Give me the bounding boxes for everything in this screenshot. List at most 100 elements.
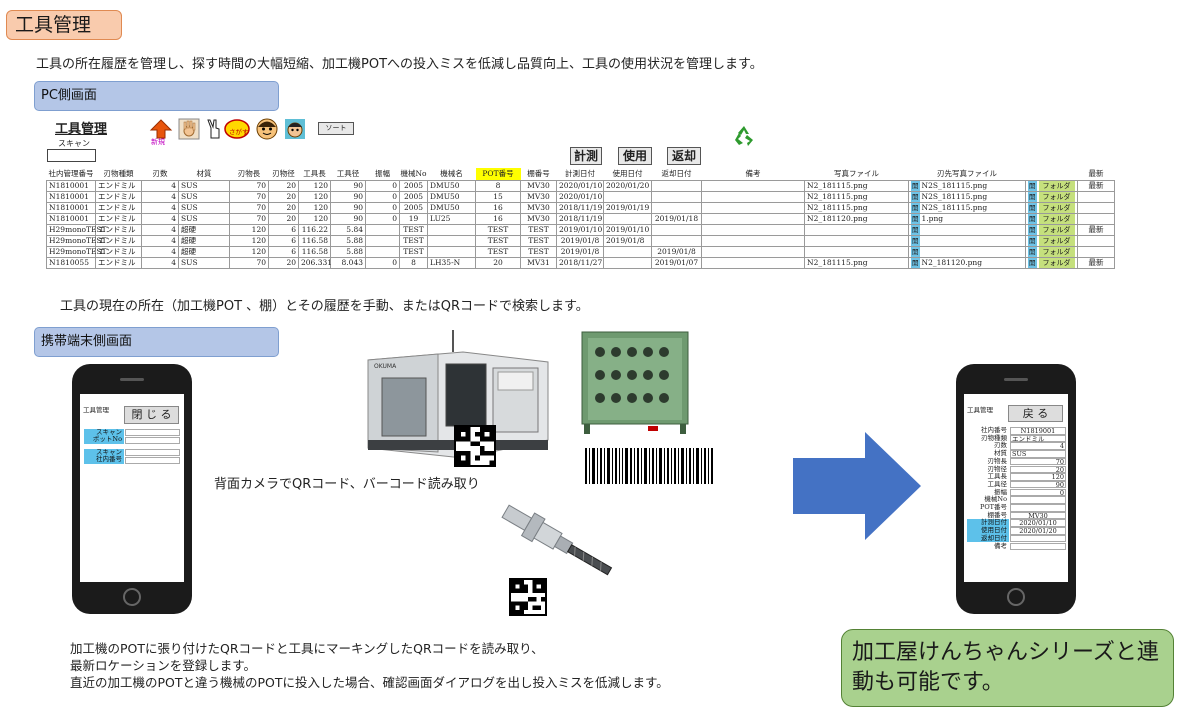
field-value[interactable]: 120	[1010, 473, 1066, 481]
close-button[interactable]: 閉 じ る	[124, 406, 179, 424]
pot-no-field-2[interactable]	[125, 437, 180, 444]
new-button[interactable]	[149, 118, 173, 140]
field-label: 振幅	[994, 487, 1007, 496]
face-icon-2[interactable]	[284, 118, 306, 140]
field-value[interactable]: 20	[1010, 465, 1066, 473]
cell-tlen: 120	[298, 212, 331, 225]
cell-pot: 8	[475, 179, 521, 192]
home-button[interactable]	[1007, 588, 1025, 606]
field-value[interactable]	[1010, 496, 1066, 504]
cell-note	[701, 179, 805, 192]
field-value[interactable]: 2020/01/20	[1010, 527, 1066, 535]
open-tip-button[interactable]: 開	[1028, 202, 1037, 213]
field-value[interactable]: エンドミル	[1010, 434, 1066, 443]
recycle-icon	[735, 126, 753, 146]
tip-filename: N2S_181115.png	[921, 180, 988, 190]
measure-button[interactable]: 計測	[570, 147, 602, 165]
cell-ret	[651, 179, 702, 192]
back-button[interactable]: 戻 る	[1008, 405, 1063, 422]
open-tip-button[interactable]: 開	[1028, 191, 1037, 202]
victory-hand-icon	[207, 119, 220, 139]
scan-pot-button[interactable]: スキャン ポットNo	[84, 429, 124, 444]
field-value[interactable]	[1010, 504, 1066, 512]
right-arrow-icon	[793, 432, 921, 540]
folder-button[interactable]: フォルダ	[1038, 180, 1075, 191]
cell-folder: 開フォルダ	[1025, 201, 1078, 214]
field-value[interactable]	[1010, 542, 1066, 550]
folder-button[interactable]: フォルダ	[1038, 224, 1075, 235]
open-photo-button[interactable]: 開	[911, 224, 920, 235]
cell-latest	[1077, 190, 1115, 203]
face-icon-1[interactable]	[256, 118, 278, 140]
open-photo-button[interactable]: 開	[911, 202, 920, 213]
cell-material: SUS	[178, 179, 230, 192]
pot-no-field[interactable]	[125, 429, 180, 436]
cell-tip: 開	[908, 223, 1026, 236]
col-header: 棚番号	[527, 169, 550, 179]
sort-button[interactable]: ソート	[318, 122, 354, 135]
folder-button[interactable]: フォルダ	[1038, 202, 1075, 213]
cell-tlen: 116.22	[298, 223, 331, 236]
open-photo-button[interactable]: 開	[911, 257, 920, 268]
cell-note	[701, 201, 805, 214]
cell-id: H29monoTEST	[46, 245, 107, 258]
field-label[interactable]: 計測日付	[967, 519, 1009, 527]
field-value[interactable]	[1010, 534, 1066, 543]
cell-measure: 2020/01/10	[556, 190, 604, 203]
open-tip-button[interactable]: 開	[1028, 235, 1037, 246]
return-button[interactable]: 返却	[667, 147, 701, 165]
open-photo-button[interactable]: 開	[911, 180, 920, 191]
hand-icon[interactable]	[178, 118, 200, 140]
scan-id-button[interactable]: スキャン 社内番号	[84, 449, 124, 464]
internal-no-field-2[interactable]	[125, 457, 180, 464]
field-value[interactable]: 2020/01/10	[1010, 519, 1066, 527]
open-tip-button[interactable]: 開	[1028, 180, 1037, 191]
home-button[interactable]	[123, 588, 141, 606]
field-label[interactable]: 使用日付	[967, 527, 1009, 535]
field-value[interactable]: 90	[1010, 480, 1066, 489]
peace-hand-icon[interactable]	[203, 118, 225, 140]
field-value[interactable]: MV30	[1010, 511, 1066, 520]
recycle-button[interactable]	[732, 124, 756, 152]
field-value[interactable]: 4	[1010, 442, 1066, 450]
cell-material: SUS	[178, 212, 230, 225]
open-tip-button[interactable]: 開	[1028, 224, 1037, 235]
folder-button[interactable]: フォルダ	[1038, 235, 1075, 246]
field-value[interactable]: SUS	[1010, 450, 1066, 458]
cell-mname	[427, 245, 476, 258]
cell-mno: 8	[399, 256, 428, 269]
mobile-section-label: 携帯端末側画面	[34, 327, 279, 357]
open-photo-button[interactable]: 開	[911, 213, 920, 224]
open-tip-button[interactable]: 開	[1028, 246, 1037, 257]
use-button[interactable]: 使用	[618, 147, 652, 165]
field-label[interactable]: 返却日付	[967, 534, 1009, 543]
cell-tdia: 90	[330, 201, 366, 214]
open-photo-button[interactable]: 開	[911, 191, 920, 202]
open-photo-button[interactable]: 開	[911, 246, 920, 257]
open-tip-button[interactable]: 開	[1028, 257, 1037, 268]
folder-button[interactable]: フォルダ	[1038, 257, 1075, 268]
folder-button[interactable]: フォルダ	[1038, 191, 1075, 202]
open-photo-button[interactable]: 開	[911, 235, 920, 246]
field-value[interactable]: N1819001	[1010, 427, 1066, 435]
cell-use: 2019/01/10	[603, 223, 652, 236]
cell-dia: 20	[268, 256, 299, 269]
open-tip-button[interactable]: 開	[1028, 213, 1037, 224]
folder-button[interactable]: フォルダ	[1038, 246, 1075, 257]
internal-no-field[interactable]	[125, 449, 180, 456]
field-value[interactable]: 70	[1010, 457, 1066, 466]
search-button[interactable]	[224, 118, 250, 140]
scan-input[interactable]	[47, 149, 96, 162]
field-value[interactable]: 0	[1010, 488, 1066, 497]
folder-button[interactable]: フォルダ	[1038, 213, 1075, 224]
